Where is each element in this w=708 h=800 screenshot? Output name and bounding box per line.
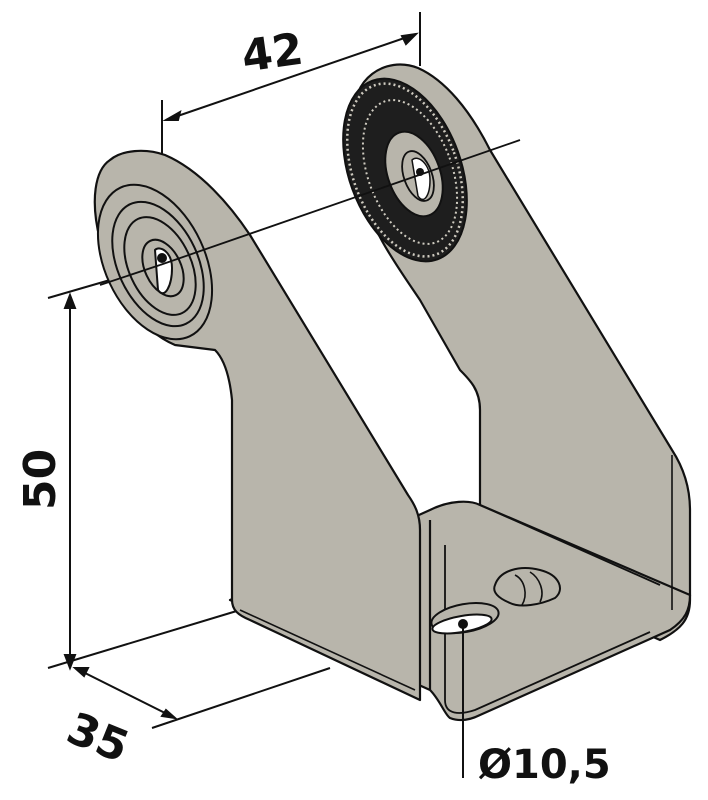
dimension-diameter-label: Ø10,5	[478, 742, 611, 788]
center-axis	[99, 139, 521, 286]
base-slot-hole	[493, 567, 561, 607]
right-ear-serrated-washer	[342, 77, 468, 263]
dimension-42-label: 42	[239, 24, 307, 83]
dimension-35	[72, 667, 331, 729]
left-ear-washer	[96, 183, 214, 341]
dimension-50-label: 50	[15, 449, 66, 510]
dimension-50	[47, 279, 241, 671]
dimension-35-label: 35	[60, 703, 136, 773]
